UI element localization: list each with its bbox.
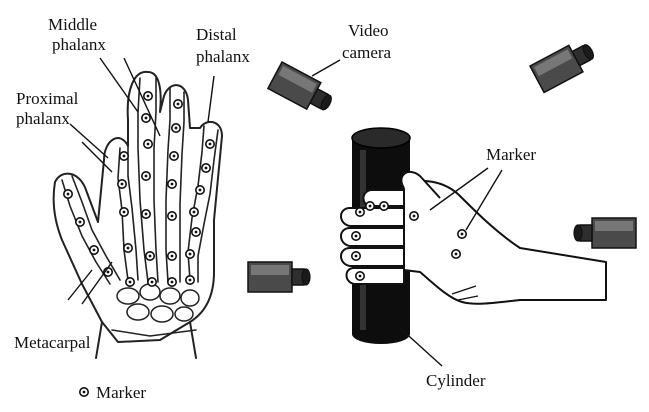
- legend: Marker: [80, 383, 147, 402]
- marker-dot-icon: [80, 388, 88, 396]
- video-camera-icon: [530, 37, 599, 93]
- label-distal-phalanx-1: Distal: [196, 25, 237, 44]
- hand-leader-lines: [68, 58, 214, 304]
- label-video-camera-2: camera: [342, 43, 392, 62]
- label-proximal-phalanx-2: phalanx: [16, 109, 70, 128]
- video-camera-icon: [268, 62, 337, 118]
- label-metacarpal: Metacarpal: [14, 333, 91, 352]
- video-camera-icon: [574, 218, 636, 248]
- label-middle-phalanx-1: Middle: [48, 15, 97, 34]
- legend-marker-label: Marker: [96, 383, 146, 402]
- label-cylinder: Cylinder: [426, 371, 486, 390]
- video-camera-icon: [248, 262, 310, 292]
- label-video-camera-1: Video: [348, 21, 389, 40]
- gripping-hand: [341, 172, 606, 304]
- camera-leader: [312, 60, 340, 76]
- carpal-bones: [112, 284, 199, 336]
- label-distal-phalanx-2: phalanx: [196, 47, 250, 66]
- label-middle-phalanx-2: phalanx: [52, 35, 106, 54]
- label-proximal-phalanx-1: Proximal: [16, 89, 79, 108]
- label-marker: Marker: [486, 145, 536, 164]
